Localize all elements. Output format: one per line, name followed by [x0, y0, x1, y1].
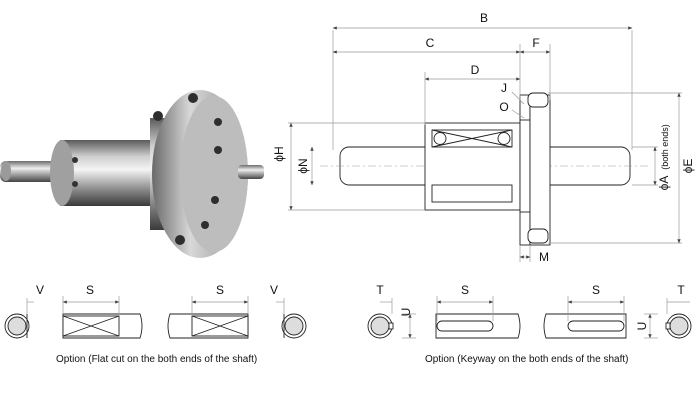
option-keyway: T U S S U T Option (Keyway on the both e… [367, 283, 692, 365]
label-F: F [532, 36, 539, 50]
key-T-right: T [677, 283, 685, 297]
flat-V-right: V [270, 283, 278, 297]
label-phi-A: ϕA [657, 176, 671, 191]
shaft-support-unit-photo [0, 90, 264, 258]
label-M: M [539, 250, 549, 264]
option-flat-cut: V S S V Option (Flat cut on the both end… [4, 283, 307, 365]
flat-S-left: S [86, 283, 94, 297]
dimension-lines [288, 26, 682, 262]
label-phi-E: ϕE [681, 159, 695, 174]
label-O: O [499, 100, 508, 114]
housing-outline [424, 122, 521, 211]
keyway-caption: Option (Keyway on the both ends of the s… [425, 354, 628, 365]
flat-S-right: S [216, 283, 224, 297]
label-J: J [501, 81, 507, 95]
label-phi-H: ϕH [272, 146, 286, 161]
key-T-left: T [376, 283, 384, 297]
label-B: B [480, 11, 488, 25]
label-both-ends: (both ends) [660, 124, 670, 170]
label-D: D [471, 63, 480, 77]
flat-caption: Option (Flat cut on the both ends of the… [56, 354, 257, 365]
section-drawing [320, 92, 650, 246]
key-S-left: S [461, 283, 469, 297]
flat-V-left: V [36, 283, 44, 297]
flange-outline [519, 92, 551, 246]
drawing-labels: B C F D J O ϕH ϕN ϕA (both ends) ϕE M [272, 11, 695, 264]
key-U-left: U [399, 308, 413, 317]
key-U-right: U [635, 322, 649, 331]
label-C: C [426, 36, 435, 50]
label-phi-N: ϕN [296, 158, 310, 173]
key-S-right: S [592, 283, 600, 297]
